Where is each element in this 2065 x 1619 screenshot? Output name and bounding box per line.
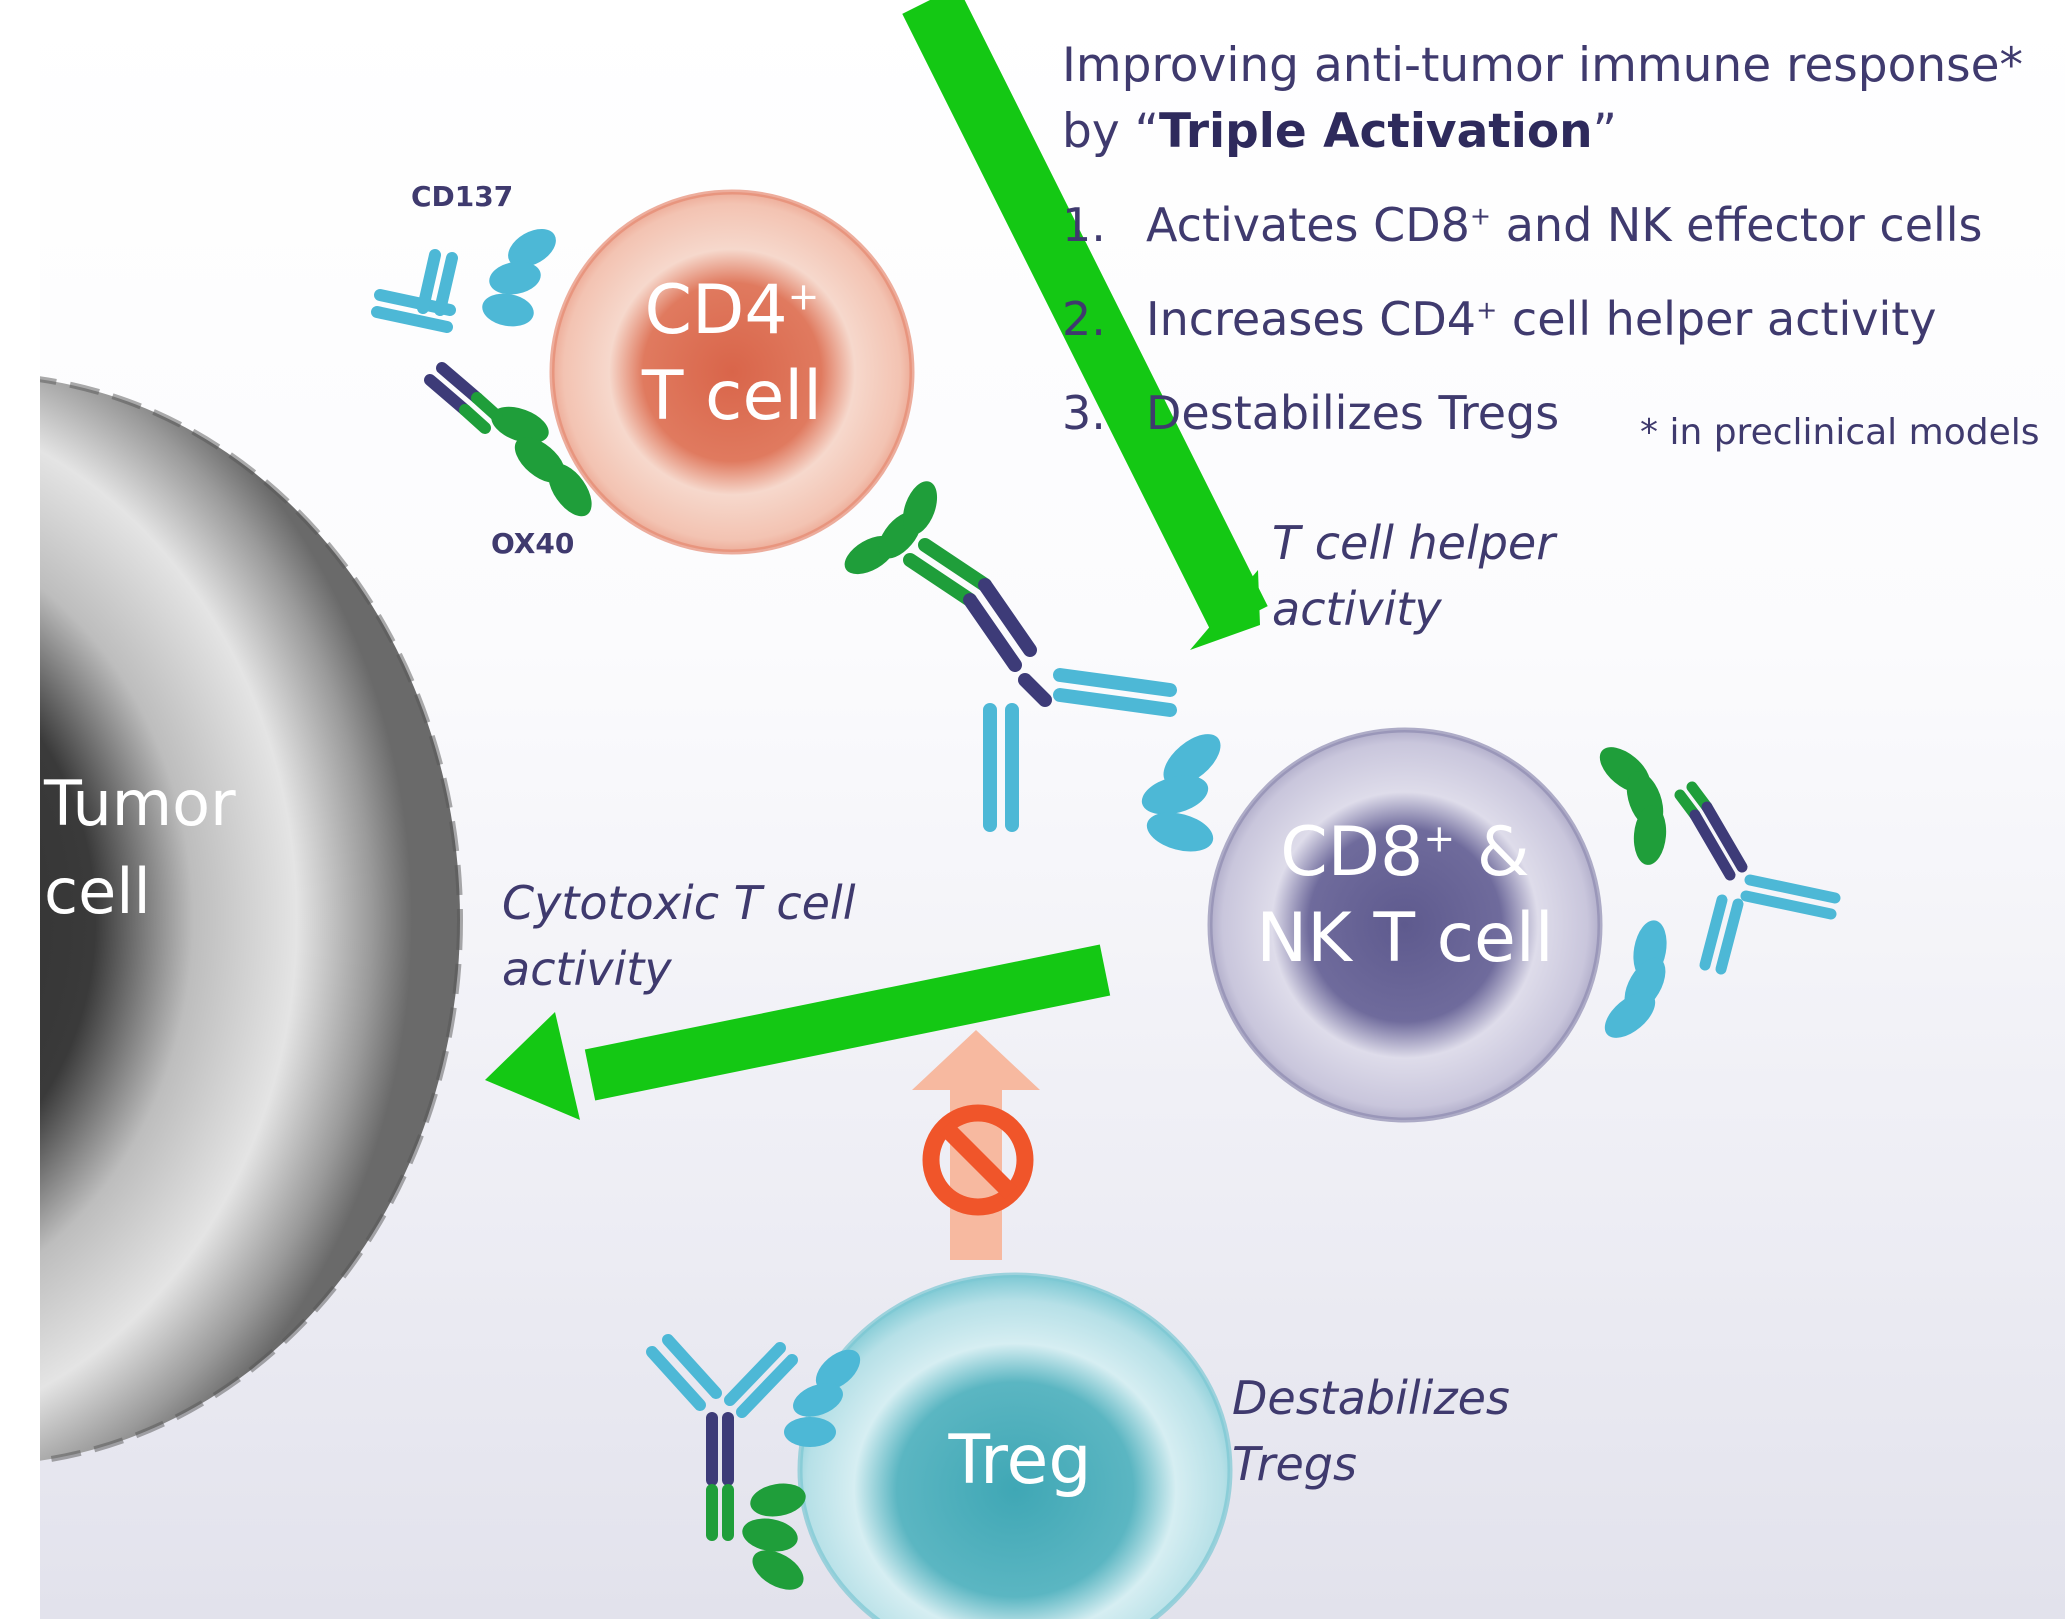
title-prefix: by “ <box>1062 104 1159 159</box>
step-1: 1. Activates CD8+ and NK effector cells <box>1062 198 1983 252</box>
cd8-nk-cell <box>1207 727 1603 1123</box>
title-emphasis: Triple Activation <box>1158 104 1593 159</box>
helper-arrow <box>902 0 1268 650</box>
cd4-label-text: CD4 <box>644 271 788 350</box>
step-text: Activates CD8 <box>1146 198 1470 252</box>
footnote: * in preclinical models <box>1640 412 2040 453</box>
prohibited-icon <box>922 1104 1034 1216</box>
helper-caption-line-1: T cell helper <box>1272 516 1556 570</box>
step-number: 3. <box>1062 386 1106 440</box>
title-line-1: Improving anti-tumor immune response* <box>1062 38 2024 93</box>
cd8-label-line-1: CD8+ & <box>1235 810 1575 896</box>
cytotoxic-arrow <box>485 944 1111 1120</box>
cd8-receptor-left <box>1141 734 1221 852</box>
step-number: 2. <box>1062 292 1106 346</box>
step-superscript: + <box>1469 201 1492 231</box>
diagram-canvas: Improving anti-tumor immune response* by… <box>40 0 2065 1619</box>
cd8-receptor-right-blue <box>1604 920 1667 1038</box>
treg-caption-line-1: Destabilizes <box>1232 1371 1510 1425</box>
title-line-2: by “Triple Activation” <box>1062 99 2023 165</box>
tumor-label-line-1: Tumor <box>44 767 236 840</box>
ox40-label: OX40 <box>491 527 575 560</box>
cd4-label-superscript: + <box>787 274 820 319</box>
cd4-t-cell <box>549 189 915 555</box>
treg-caption: Destabilizes Tregs <box>1232 1365 1510 1497</box>
step-text-rest: and NK effector cells <box>1491 198 1983 252</box>
cd137-receptor <box>482 228 556 327</box>
cd137-label: CD137 <box>411 180 514 213</box>
antibody-cd8-right <box>1674 781 1841 975</box>
title-suffix: ” <box>1592 104 1617 159</box>
antibody-cd4-left <box>371 249 503 434</box>
cd8-label-text: CD8 <box>1280 813 1424 892</box>
cd4-label-line-2: T cell <box>641 357 823 436</box>
cd4-label-line-1: CD4+ <box>592 268 872 354</box>
step-2: 2. Increases CD4+ cell helper activity <box>1062 292 1937 346</box>
cd4-receptor-cluster-lower <box>844 481 938 575</box>
cd8-receptor-right-green <box>1599 747 1667 865</box>
step-superscript: + <box>1476 295 1498 325</box>
cd4-cell-label: CD4+ T cell <box>592 268 872 440</box>
step-text-rest: cell helper activity <box>1497 292 1937 346</box>
antibody-treg <box>646 1334 798 1541</box>
treg-cell-label: Treg <box>948 1421 1092 1500</box>
cytotoxic-caption-line-2: activity <box>502 942 672 996</box>
step-number: 1. <box>1062 198 1106 252</box>
antibody-center <box>903 538 1177 832</box>
cytotoxic-activity-caption: Cytotoxic T cell activity <box>502 870 856 1002</box>
cytotoxic-caption-line-1: Cytotoxic T cell <box>502 876 856 930</box>
cd8-cell-label: CD8+ & NK T cell <box>1235 810 1575 982</box>
cd8-label-text-rest: & <box>1455 813 1530 892</box>
treg-receptor-blue <box>784 1349 861 1447</box>
treg-receptor-green <box>742 1483 806 1590</box>
helper-activity-caption: T cell helper activity <box>1272 510 1555 642</box>
cd8-label-superscript: + <box>1423 816 1456 861</box>
treg-cell <box>797 1272 1233 1619</box>
cd8-label-line-2: NK T cell <box>1256 899 1554 978</box>
helper-caption-line-2: activity <box>1272 582 1442 636</box>
diagram-artwork <box>40 0 1841 1619</box>
tumor-label-line-2: cell <box>44 855 151 928</box>
ox40-receptor <box>491 406 592 517</box>
step-text: Increases CD4 <box>1146 292 1477 346</box>
tumor-cell-label: Tumor cell <box>44 760 236 936</box>
step-3: 3. Destabilizes Tregs <box>1062 386 1559 440</box>
step-text: Destabilizes Tregs <box>1146 386 1560 440</box>
tumor-cell <box>40 376 463 1464</box>
diagram-title: Improving anti-tumor immune response* by… <box>1062 33 2023 165</box>
treg-caption-line-2: Tregs <box>1232 1437 1357 1491</box>
